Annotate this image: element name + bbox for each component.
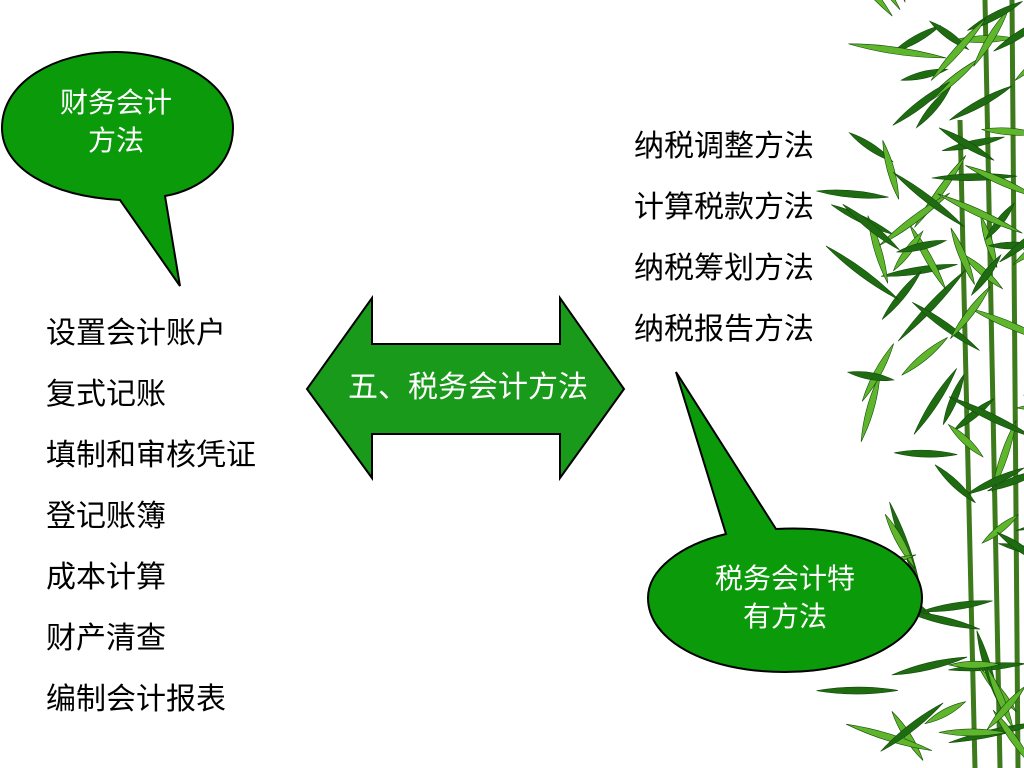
- bamboo-leaf: [924, 701, 967, 725]
- bamboo-leaf: [948, 396, 1024, 438]
- list-item: 计算税款方法: [634, 190, 814, 225]
- bamboo-leaf: [881, 264, 958, 277]
- bamboo-leaf: [891, 711, 924, 761]
- bamboo-leaf: [884, 513, 916, 569]
- bamboo-leaf: [991, 419, 1017, 492]
- financial-methods-list: 设置会计账户 复式记账 填制和审核凭证 登记账簿 成本计算 财产清查 编制会计报…: [46, 303, 256, 730]
- bamboo-leaf: [881, 270, 922, 320]
- bamboo-leaf: [843, 0, 893, 17]
- bamboo-leaf: [816, 189, 889, 199]
- bamboo-leaf: [947, 660, 1002, 669]
- bamboo-leaf: [950, 227, 975, 285]
- bubble-shape: [0, 50, 235, 287]
- bamboo-leaf: [846, 723, 933, 751]
- bamboo-leaf: [895, 240, 948, 253]
- bamboo-leaf: [891, 656, 968, 676]
- list-item: 纳税报告方法: [634, 312, 814, 347]
- bamboo-leaf: [882, 140, 900, 200]
- bamboo-leaf: [992, 709, 1024, 768]
- bamboo-leaf: [938, 127, 995, 161]
- bamboo-leaf: [950, 286, 991, 339]
- bamboo-stem: [1009, 0, 1021, 768]
- bamboo-leaf: [987, 469, 1024, 492]
- bamboo-leaf: [913, 368, 957, 435]
- bamboo-leaf: [947, 423, 984, 458]
- bamboo-leaf: [934, 464, 976, 504]
- list-item: 复式记账: [46, 377, 166, 412]
- double-arrow-shape: [305, 294, 626, 482]
- bamboo-leaf: [928, 20, 970, 51]
- bamboo-leaf: [892, 25, 941, 53]
- list-item: 填制和审核凭证: [46, 438, 256, 473]
- center-arrow-label: 五、税务会计方法: [348, 370, 588, 405]
- list-item: 纳税筹划方法: [634, 251, 814, 286]
- bamboo-leaf: [901, 337, 948, 376]
- bamboo-leaf: [915, 86, 952, 129]
- bamboo-leaf: [996, 532, 1024, 565]
- bamboo-leaf: [846, 371, 895, 381]
- bamboo-leaf: [848, 132, 894, 163]
- bamboo-leaf: [993, 15, 1024, 52]
- bamboo-leaf: [937, 193, 1023, 234]
- financial-bubble-label: 财务会计 方法: [59, 86, 172, 157]
- tax-methods-list: 纳税调整方法 计算税款方法 纳税筹划方法 纳税报告方法: [634, 116, 814, 360]
- bamboo-leaf: [981, 127, 1024, 136]
- bamboo-leaf: [894, 449, 958, 458]
- list-item: 编制会计报表: [46, 682, 226, 717]
- tax-bubble-label: 税务会计特 有方法: [714, 562, 855, 633]
- list-item: 财产清查: [46, 621, 166, 656]
- bamboo-leaf: [842, 204, 900, 251]
- bamboo-leaf: [816, 686, 899, 695]
- bamboo-leaf: [938, 728, 1007, 737]
- bamboo-leaf: [905, 611, 981, 630]
- list-item: 设置会计账户: [46, 316, 226, 351]
- bamboo-leaf: [949, 85, 1013, 121]
- bamboo-leaf: [967, 1, 1023, 31]
- bamboo-leaf: [930, 18, 987, 81]
- bamboo-leaf: [861, 343, 894, 402]
- bamboo-leaf: [892, 81, 950, 126]
- bamboo-leaf: [970, 308, 1024, 343]
- bamboo-leaf: [848, 43, 947, 59]
- list-item: 登记账簿: [46, 499, 166, 534]
- bamboo-leaf: [961, 252, 1004, 290]
- list-item: 纳税调整方法: [634, 129, 814, 164]
- bamboo-leaf: [981, 514, 1019, 544]
- list-item: 成本计算: [46, 560, 166, 595]
- bamboo-stem: [982, 0, 1003, 768]
- bamboo-leaf: [970, 254, 1002, 296]
- bamboo-leaf: [912, 302, 980, 351]
- bamboo-leaf: [880, 702, 944, 752]
- bamboo-leaf: [825, 245, 899, 300]
- bamboo-leaf: [860, 374, 881, 442]
- bubble-shape: [646, 371, 924, 674]
- bamboo-leaf: [952, 398, 995, 432]
- bamboo-leaf: [999, 221, 1024, 263]
- bamboo-leaf: [897, 270, 966, 342]
- bamboo-leaf: [892, 172, 965, 228]
- bamboo-leaf: [980, 215, 998, 268]
